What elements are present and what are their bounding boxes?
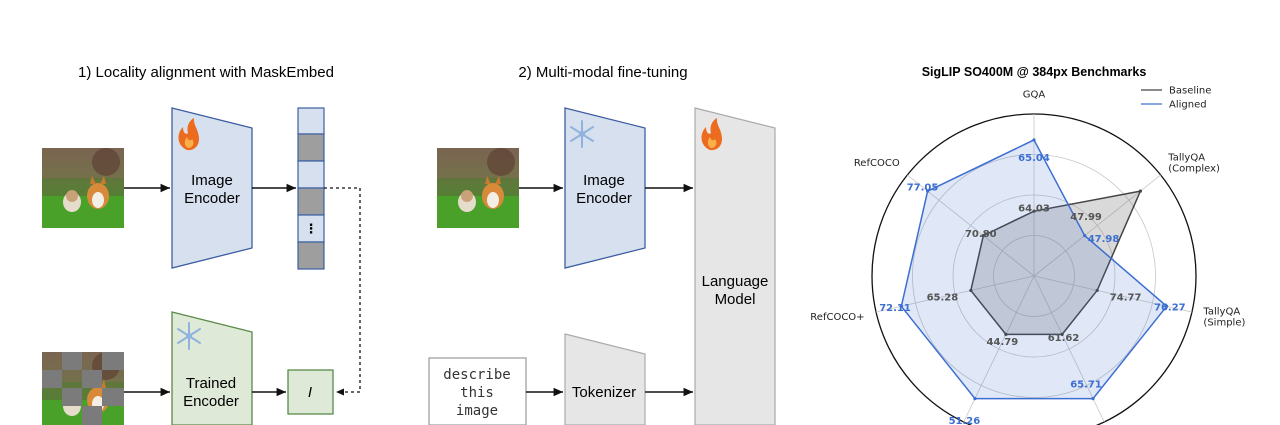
value-label-baseline-2: 74.77 [1110, 292, 1142, 303]
token-stack [297, 107, 325, 270]
panel2-title: 2) Multi-modal fine-tuning [518, 64, 687, 81]
series-area-baseline [970, 190, 1142, 336]
point-baseline-3 [1060, 332, 1064, 336]
axis-label-5-0: RefCOCO+ [810, 312, 864, 323]
axis-label-2-1: (Simple) [1203, 317, 1245, 328]
trained-encoder-label-line1: Trained [186, 375, 236, 392]
value-label-baseline-4: 44.79 [987, 337, 1019, 348]
point-aligned-3 [1091, 397, 1095, 401]
corgi-photo-2 [437, 148, 519, 228]
axis-label-1-1: (Complex) [1168, 164, 1220, 175]
value-label-aligned-3: 65.71 [1070, 380, 1102, 391]
snowflake-icon [177, 322, 201, 350]
corgi-photo [42, 148, 124, 228]
value-label-aligned-2: 76.27 [1154, 303, 1186, 314]
value-label-aligned-5: 72.11 [879, 303, 911, 314]
prompt-line-2: this [460, 385, 494, 401]
chart-title: SigLIP SO400M @ 384px Benchmarks [922, 65, 1147, 79]
snowflake-icon-2 [570, 120, 594, 148]
axis-label-0-0: GQA [1023, 90, 1046, 101]
value-label-baseline-1: 47.99 [1070, 212, 1102, 223]
legend-label-baseline: Baseline [1169, 86, 1211, 97]
axis-label-1-0: TallyQA [1167, 153, 1205, 164]
point-aligned-0 [1032, 138, 1036, 142]
fire-icon-2 [701, 118, 722, 151]
image-encoder-label-line2: Encoder [184, 190, 240, 207]
language-model-label-line2: Model [715, 291, 756, 308]
radar-chart: GQATallyQA(Complex)TallyQA(Simple)VSRRef… [810, 90, 1245, 425]
image-encoder2-label-line1: Image [583, 172, 625, 189]
series-area-aligned [900, 138, 1168, 400]
point-baseline-0 [1032, 209, 1036, 213]
panel1-title: 1) Locality alignment with MaskEmbed [78, 64, 334, 81]
trained-encoder-block [171, 311, 253, 425]
language-model-label-line1: Language [702, 273, 769, 290]
axis-label-2-0: TallyQA [1202, 306, 1240, 317]
value-label-baseline-6: 70.80 [965, 229, 997, 240]
prompt-line-3: image [456, 403, 498, 419]
point-baseline-5 [969, 288, 973, 293]
point-aligned-1 [1083, 233, 1087, 238]
image-encoder-label-line1: Image [191, 172, 233, 189]
masked-corgi-photo [42, 352, 124, 425]
tokenizer-label: Tokenizer [572, 384, 636, 401]
point-aligned-6 [926, 189, 930, 193]
point-aligned-2 [1165, 304, 1169, 308]
value-label-aligned-4: 51.26 [949, 416, 981, 425]
language-model-block [694, 107, 776, 425]
point-baseline-6 [981, 233, 985, 238]
tokenizer-block [564, 333, 646, 425]
token-ellipsis: ⋮ [305, 221, 318, 236]
point-baseline-4 [1004, 332, 1008, 336]
image-encoder2-label-line2: Encoder [576, 190, 632, 207]
legend-label-aligned: Aligned [1169, 100, 1207, 111]
value-label-baseline-3: 61.62 [1048, 333, 1080, 344]
output-symbol: I [308, 384, 312, 401]
value-label-aligned-6: 77.05 [907, 183, 939, 194]
value-label-aligned-0: 65.04 [1018, 153, 1050, 164]
fire-icon [178, 118, 199, 151]
trained-encoder-label-line2: Encoder [183, 393, 239, 410]
point-baseline-2 [1095, 288, 1099, 293]
prompt-line-1: describe [443, 367, 510, 383]
axis-label-6-0: RefCOCO [854, 158, 900, 169]
image-encoder-block-2 [564, 107, 646, 269]
value-label-baseline-0: 64.03 [1018, 203, 1050, 214]
value-label-aligned-1: 47.98 [1088, 234, 1120, 245]
output-box [287, 369, 334, 415]
dashed-alignment-arrow [324, 187, 361, 396]
value-label-baseline-5: 65.28 [927, 292, 959, 303]
point-aligned-5 [899, 304, 903, 308]
point-baseline-1 [1138, 189, 1142, 193]
point-aligned-4 [973, 397, 977, 401]
chart-legend: Baseline Aligned [1141, 86, 1211, 111]
